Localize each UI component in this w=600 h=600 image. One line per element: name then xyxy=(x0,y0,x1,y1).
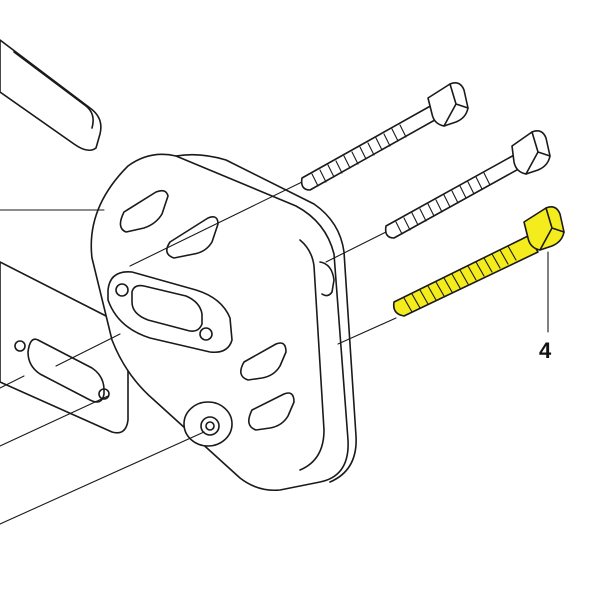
bracket-plate xyxy=(0,39,102,152)
callout-number: 4 xyxy=(539,338,552,363)
alignment-lines xyxy=(0,181,397,525)
bolt-middle xyxy=(384,130,551,239)
highlighted-screw[interactable] xyxy=(392,206,565,317)
bolt-upper xyxy=(300,82,469,191)
muffler-body xyxy=(90,153,357,492)
gasket xyxy=(0,261,129,434)
